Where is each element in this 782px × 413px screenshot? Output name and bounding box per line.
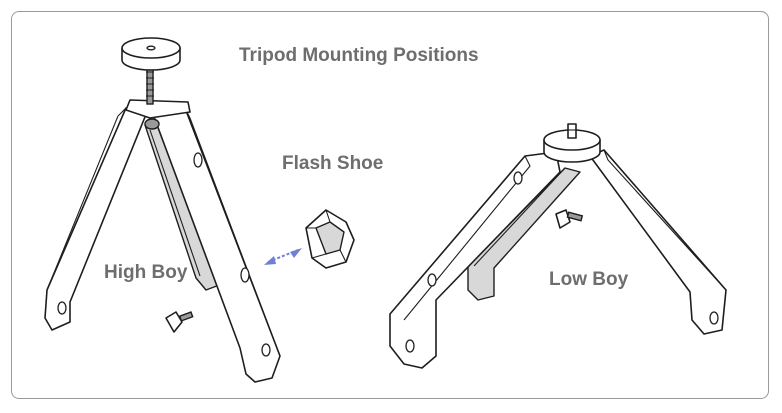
flash-shoe-double-arrow [264, 248, 302, 265]
low-boy-left-leg [389, 151, 561, 369]
high-boy-right-leg [149, 105, 281, 383]
high-boy-label: High Boy [104, 262, 188, 283]
high-boy-leg-hole-middle [240, 267, 250, 283]
low-boy-tripod [389, 123, 727, 369]
low-boy-mount-disc [543, 123, 601, 163]
low-boy-label: Low Boy [549, 269, 629, 290]
high-boy-top-plate [125, 99, 191, 130]
low-boy-thumb-screw [555, 209, 584, 229]
high-boy-leg-hole-lower [261, 343, 271, 357]
flash-shoe [305, 209, 355, 269]
high-boy-thumb-screw [165, 311, 194, 333]
high-boy-mount-screw [146, 65, 154, 105]
low-boy-leg-hole-middle [427, 273, 437, 287]
high-boy-tripod [44, 37, 281, 383]
diagram-title: Tripod Mounting Positions [239, 45, 479, 66]
low-boy-leg-hole-lower [405, 339, 415, 353]
flash-shoe-label: Flash Shoe [282, 153, 384, 174]
high-boy-leg-hole-upper [193, 152, 203, 168]
high-boy-mount-disc [121, 37, 181, 71]
high-boy-left-leg [44, 107, 148, 331]
low-boy-back-leg [467, 167, 581, 301]
low-boy-leg-hole-upper [513, 171, 523, 185]
low-boy-right-leg [589, 149, 727, 335]
